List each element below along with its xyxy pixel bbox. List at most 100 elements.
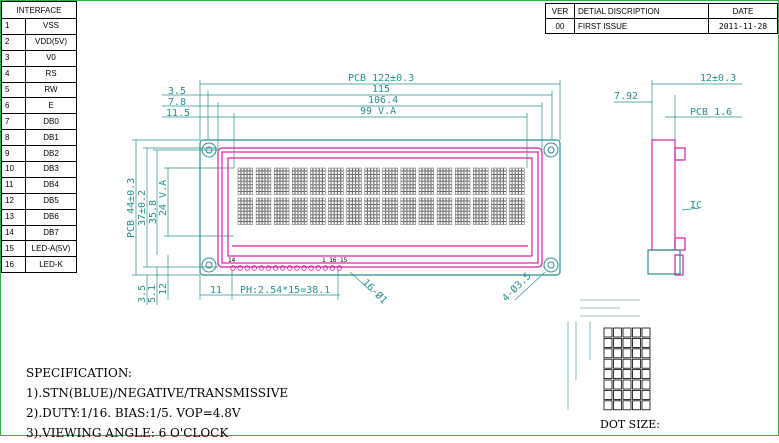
character-cell <box>274 167 290 195</box>
spec-line-2: 2).DUTY:1/16. BIAS:1/5. VOP=4.8V <box>26 406 241 420</box>
pin-hole <box>336 265 343 271</box>
dim-37: 37±0.2 <box>137 190 148 226</box>
dot-size-label: DOT SIZE: <box>600 418 660 431</box>
dot <box>641 337 651 348</box>
dim-pcb-width: PCB 122±0.3 <box>348 73 414 84</box>
dot <box>632 389 641 400</box>
dot <box>632 337 641 348</box>
dot <box>622 400 632 411</box>
character-cell <box>455 167 471 195</box>
dot <box>622 348 632 359</box>
dot <box>603 379 613 390</box>
dot <box>613 379 622 390</box>
character-cell <box>274 197 290 225</box>
character-cell <box>455 197 471 225</box>
dot <box>622 337 632 348</box>
character-cell <box>328 197 344 225</box>
pin-hole <box>322 265 328 271</box>
dot <box>603 389 613 400</box>
dim-3-5-bottom: 3.5 <box>137 285 148 303</box>
dot <box>603 369 613 380</box>
pin-hole <box>294 265 300 271</box>
pin-number: 16 <box>1 256 26 274</box>
revision-table: VER DETIAL DISCRIPTION DATE 00 FIRST ISS… <box>545 3 778 34</box>
dot <box>613 369 622 380</box>
character-grid <box>237 167 525 225</box>
dot <box>613 337 622 348</box>
pin-hole <box>251 265 257 271</box>
character-cell <box>310 197 326 225</box>
character-cell <box>237 167 253 195</box>
character-cell <box>436 197 453 225</box>
rev-desc: FIRST ISSUE <box>574 18 709 34</box>
dot <box>622 389 632 400</box>
character-cell <box>255 167 272 195</box>
character-cell <box>364 167 380 195</box>
dot <box>603 348 613 359</box>
dot <box>641 369 651 380</box>
character-cell <box>418 167 434 195</box>
dim-12: 12 <box>158 283 169 295</box>
pin-hole <box>301 265 307 271</box>
dot <box>622 369 632 380</box>
character-cell <box>418 197 434 225</box>
character-cell <box>473 197 489 225</box>
dot <box>632 327 641 338</box>
pin-label-left: 14 <box>228 257 236 264</box>
dim-va: 99 V.A <box>360 106 396 117</box>
dim-35-8: 35.8 <box>148 200 159 224</box>
dot <box>603 358 613 369</box>
pin-hole <box>237 265 243 271</box>
pin-hole <box>287 265 293 271</box>
dot <box>641 400 651 411</box>
dot <box>641 348 651 359</box>
dot <box>613 358 622 369</box>
pin-signal: LED-K <box>25 256 77 274</box>
dim-side-pcb: PCB 1.6 <box>690 107 732 118</box>
character-cell <box>382 167 398 195</box>
character-cell <box>292 167 308 195</box>
dim-16-holes: 16-Ø1 <box>360 277 390 307</box>
pin-hole <box>265 265 272 271</box>
pin-hole <box>244 265 250 271</box>
dot <box>603 327 613 338</box>
character-cell <box>255 197 272 225</box>
dim-24-va: 24 V.A <box>158 180 169 216</box>
character-cell <box>292 197 308 225</box>
dot <box>632 379 641 390</box>
character-cell <box>328 167 344 195</box>
dot <box>641 379 651 390</box>
character-cell <box>382 197 398 225</box>
dot <box>613 389 622 400</box>
dim-115: 115 <box>372 84 390 95</box>
dot <box>613 400 622 411</box>
character-cell <box>310 167 326 195</box>
character-cell <box>400 197 416 225</box>
dim-side-total: 12±0.3 <box>700 73 736 84</box>
dot <box>632 348 641 359</box>
pin-row <box>230 265 343 271</box>
dim-3-5-top: 3.5 <box>168 86 186 97</box>
dot <box>613 327 622 338</box>
pin-hole <box>315 265 321 271</box>
pin-hole <box>272 265 279 271</box>
rev-date: 2011-11-28 <box>708 18 778 34</box>
dot <box>622 327 632 338</box>
character-cell <box>346 167 362 195</box>
pin-hole <box>329 265 336 271</box>
character-cell <box>400 167 416 195</box>
character-cell <box>436 167 453 195</box>
dot <box>632 358 641 369</box>
character-cell <box>491 167 507 195</box>
dim-pitch: PH:2.54*15=38.1 <box>240 285 330 296</box>
